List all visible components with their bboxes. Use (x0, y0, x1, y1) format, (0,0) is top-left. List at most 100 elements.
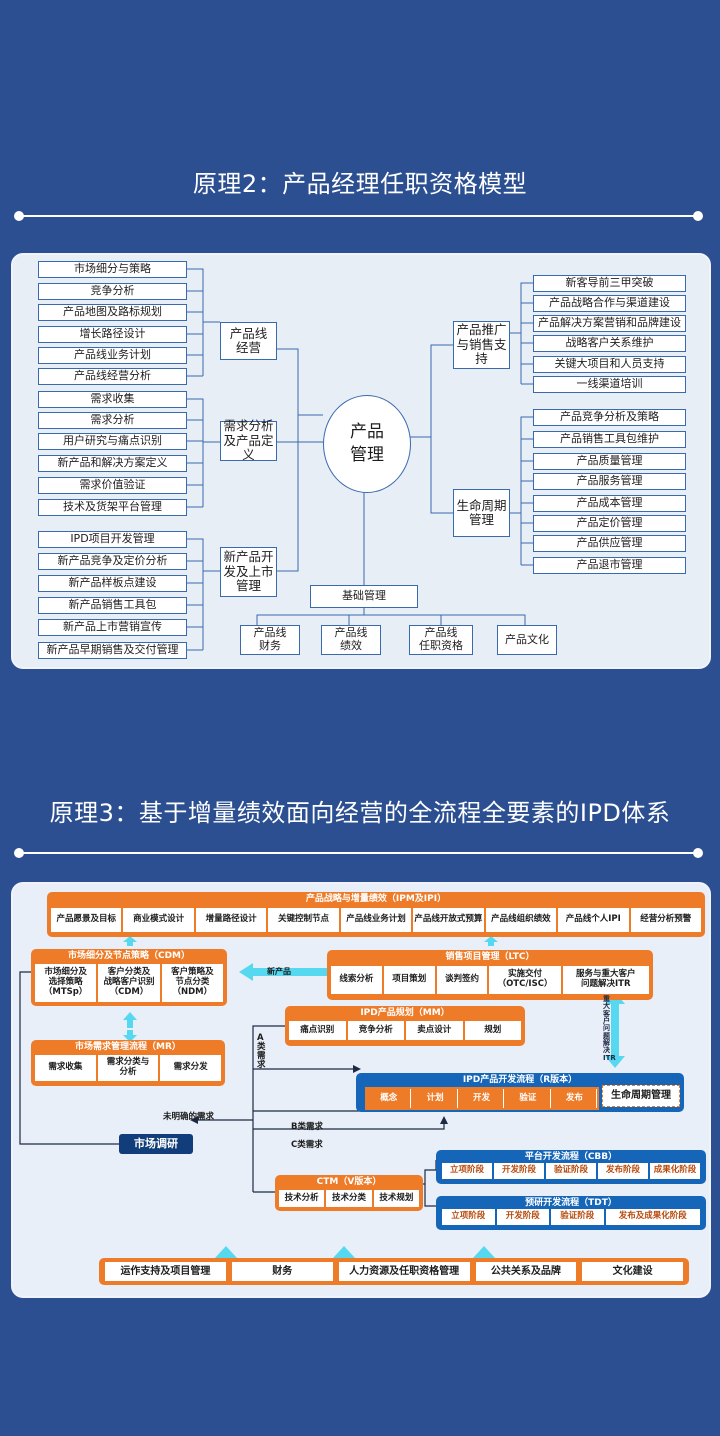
left-item: 产品地图及路标规划 (38, 304, 187, 321)
connector-lines (187, 268, 533, 651)
right-item: 战略客户关系维护 (533, 335, 686, 352)
base-item: 产品线财务 (240, 625, 300, 655)
ltc-step: 服务与重大客户问题解决ITR (562, 966, 649, 994)
strategy-step: 关键控制节点 (268, 908, 339, 932)
support-item: 文化建设 (582, 1262, 684, 1281)
tdt-title: 预研开发流程（TDT） (525, 1198, 617, 1208)
strategy-step: 产品线开放式预算 (413, 908, 484, 932)
mr-step: 需求分类与分析 (97, 1055, 159, 1081)
competency-model-panel: 产品管理市场细分与策略竞争分析产品地图及路标规划增长路径设计产品线业务计划产品线… (11, 253, 711, 669)
right-item: 产品解决方案营销和品牌建设 (533, 315, 686, 332)
ltc-title: 销售项目管理（LTC） (445, 952, 535, 962)
support-item: 公共关系及品牌 (475, 1262, 577, 1281)
a-requirement-label: A类需求 (257, 1033, 266, 1070)
mr-box: 市场需求管理流程（MR） 需求收集需求分类与分析需求分发 (31, 1040, 225, 1086)
rdev-phase: 概念 (367, 1089, 412, 1108)
mm-step: 竞争分析 (347, 1021, 404, 1040)
support-row: 运作支持及项目管理财务人力资源及任职资格管理公共关系及品牌文化建设 (105, 1262, 684, 1281)
strategy-box: 产品战略与增量绩效（IPM及IPI）产品愿景及目标商业模式设计增量路径设计关键控… (47, 892, 705, 937)
cdm-step: 客户策略及节点分类（NDM） (161, 964, 223, 1002)
right-item: 关键大项目和人员支持 (533, 356, 686, 373)
left-item: 需求价值验证 (38, 477, 187, 494)
ipd-system-panel: 产品战略与增量绩效（IPM及IPI）产品愿景及目标商业模式设计增量路径设计关键控… (11, 882, 711, 1298)
mr-step: 需求收集 (35, 1055, 96, 1081)
ltc-step: 实施交付（OTC/ISC） (489, 966, 561, 994)
c-requirement-label: C类需求 (291, 1140, 323, 1150)
cdm-title: 市场细分及节点策略（CDM） (67, 951, 191, 961)
cbb-phase: 验证阶段 (546, 1163, 596, 1179)
mr-row: 需求收集需求分类与分析需求分发 (35, 1055, 222, 1081)
strategy-title: 产品战略与增量绩效（IPM及IPI） (305, 894, 447, 904)
ltc-row: 线索分析项目策划谈判签约实施交付（OTC/ISC）服务与重大客户问题解决ITR (331, 966, 649, 994)
strategy-step: 产品愿景及目标 (51, 908, 122, 932)
section2-rule (19, 215, 697, 217)
cbb-box: 平台开发流程（CBB）立项阶段开发阶段验证阶段发布阶段成果化阶段 (436, 1150, 706, 1184)
left-item: 需求收集 (38, 391, 187, 408)
rdev-row: 概念计划开发验证发布 (365, 1087, 599, 1110)
strategy-step: 产品线业务计划 (340, 908, 412, 932)
ltc-box: 销售项目管理（LTC） 线索分析项目策划谈判签约实施交付（OTC/ISC）服务与重… (327, 950, 653, 1000)
tdt-phase: 发布及成果化阶段 (605, 1209, 700, 1225)
base-item: 产品文化 (497, 625, 557, 655)
mm-step: 卖点设计 (406, 1021, 463, 1040)
rdev-title: IPD产品开发流程（R版本） (462, 1075, 578, 1085)
market-research-box: 市场调研 (119, 1134, 193, 1154)
ctm-step: 技术分类 (326, 1190, 372, 1207)
left-item: 新产品销售工具包 (38, 597, 187, 614)
mr-title: 市场需求管理流程（MR） (75, 1042, 181, 1052)
support-item: 运作支持及项目管理 (105, 1262, 226, 1281)
tdt-phase: 验证阶段 (551, 1209, 604, 1225)
support-bar: 运作支持及项目管理财务人力资源及任职资格管理公共关系及品牌文化建设 (99, 1258, 689, 1285)
rdev-phase: 计划 (413, 1089, 458, 1108)
left-group-label: 产品线经营 (220, 322, 277, 360)
cbb-phase: 成果化阶段 (650, 1163, 700, 1179)
cdm-step: 客户分类及战略客户识别（CDM） (98, 964, 160, 1002)
rule-dot-right-2 (693, 848, 703, 858)
tdt-phase: 开发阶段 (496, 1209, 549, 1225)
left-item: 竞争分析 (38, 283, 187, 300)
ctm-step: 技术规划 (373, 1190, 419, 1207)
left-group-label: 新产品开发及上市管理 (220, 547, 277, 597)
left-item: 新产品样板点建设 (38, 575, 187, 592)
left-item: 新产品早期销售及交付管理 (38, 642, 187, 659)
tdt-row: 立项阶段开发阶段验证阶段发布及成果化阶段 (442, 1209, 700, 1225)
cdm-row: 市场细分及选择策略（MTSp）客户分类及战略客户识别（CDM）客户策略及节点分类… (35, 964, 223, 1002)
left-item: IPD项目开发管理 (38, 531, 187, 548)
right-item: 产品销售工具包维护 (533, 431, 686, 448)
right-item: 产品定价管理 (533, 515, 686, 532)
right-item: 一线渠道培训 (533, 376, 686, 393)
strategy-step: 产品线组织绩效 (485, 908, 557, 932)
cdm-box: 市场细分及节点策略（CDM） 市场细分及选择策略（MTSp）客户分类及战略客户识别… (31, 949, 227, 1006)
rdev-phase: 开发 (459, 1089, 505, 1108)
section2-title: 原理2：产品经理任职资格模型 (192, 170, 528, 198)
right-item: 新客导前三甲突破 (533, 275, 686, 292)
tdt-phase: 立项阶段 (442, 1209, 495, 1225)
right-item: 产品质量管理 (533, 453, 686, 470)
mr-step: 需求分发 (160, 1055, 222, 1081)
hub-product-management: 产品管理 (323, 395, 411, 493)
right-group-label: 生命周期管理 (453, 489, 510, 537)
tdt-box: 预研开发流程（TDT）立项阶段开发阶段验证阶段发布及成果化阶段 (436, 1196, 706, 1230)
ltc-step: 项目策划 (383, 966, 435, 994)
ctm-box: CTM（V版本）技术分析技术分类技术规划 (275, 1175, 423, 1211)
cbb-phase: 开发阶段 (494, 1163, 544, 1179)
cbb-phase: 发布阶段 (598, 1163, 648, 1179)
new-product-label: 新产品 (267, 967, 291, 976)
support-item: 财务 (231, 1262, 333, 1281)
right-item: 产品成本管理 (533, 495, 686, 512)
left-item: 用户研究与痛点识别 (38, 433, 187, 450)
left-item: 产品线业务计划 (38, 347, 187, 364)
left-item: 增长路径设计 (38, 326, 187, 343)
ctm-row: 技术分析技术分类技术规划 (279, 1190, 419, 1207)
section3-title: 原理3：基于增量绩效面向经营的全流程全要素的IPD体系 (49, 799, 671, 827)
lifecycle-management: 生命周期管理 (602, 1085, 680, 1107)
strategy-step: 产品线个人IPI (558, 908, 629, 932)
left-item: 市场细分与策略 (38, 261, 187, 278)
rule-dot-right (693, 211, 703, 221)
left-item: 产品线经营分析 (38, 368, 187, 385)
left-item: 新产品上市营销宣传 (38, 619, 187, 636)
mm-step: 规划 (464, 1021, 521, 1040)
rdev-phase: 发布 (552, 1089, 598, 1108)
right-item: 产品竞争分析及策略 (533, 409, 686, 426)
itr-label: 重大客户问题解决ITR (603, 995, 616, 1062)
